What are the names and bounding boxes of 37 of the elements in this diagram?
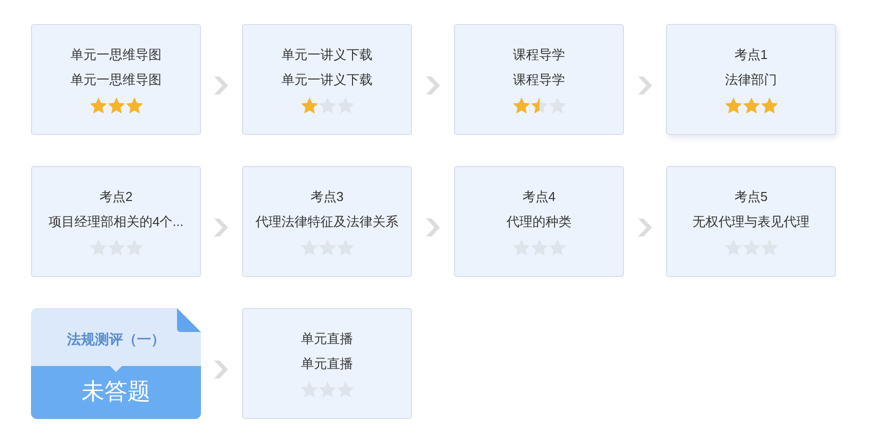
card-title: 考点1 <box>734 47 768 63</box>
lesson-card <box>454 166 624 277</box>
card-title: 考点3 <box>310 189 344 205</box>
status-banner: 未答题 <box>31 366 201 419</box>
card-title: 考点2 <box>99 189 133 205</box>
card-text: 代理法律特征及法律关系 <box>256 214 398 230</box>
chevron-arrow <box>638 76 652 94</box>
card-text: 代理的种类 <box>506 214 572 230</box>
card-text: 无权代理与表见代理 <box>692 214 810 230</box>
card-text: 课程导学 <box>513 72 565 88</box>
card-title: 考点5 <box>734 189 768 205</box>
chevron-arrow <box>214 76 228 94</box>
lesson-card <box>454 24 624 135</box>
lesson-card <box>242 166 412 277</box>
chevron-arrow <box>638 218 652 236</box>
lesson-card <box>242 24 412 135</box>
chevron-arrow <box>426 76 440 94</box>
lesson-card <box>242 308 412 419</box>
chevron-arrow <box>426 218 440 236</box>
card-text: 单元直播 <box>301 356 353 372</box>
card-title: 单元一思维导图 <box>70 47 162 63</box>
card-title: 单元一讲义下载 <box>282 47 372 63</box>
card-title: 考点4 <box>522 189 556 205</box>
lesson-card <box>666 166 836 277</box>
lesson-card <box>666 24 836 135</box>
card-title: 课程导学 <box>513 47 565 63</box>
card-text: 法律部门 <box>725 72 777 88</box>
lesson-card <box>31 166 201 277</box>
quiz-title: 法规测评（一） <box>67 330 165 348</box>
card-text: 项目经理部相关的4个... <box>48 214 184 230</box>
quiz-card <box>31 308 201 419</box>
card-title: 单元直播 <box>301 331 353 347</box>
card-text: 单元一思维导图 <box>70 72 162 88</box>
lesson-card <box>31 24 201 135</box>
chevron-arrow <box>214 360 228 378</box>
card-text: 单元一讲义下载 <box>282 72 372 88</box>
chevron-arrow <box>214 218 228 236</box>
